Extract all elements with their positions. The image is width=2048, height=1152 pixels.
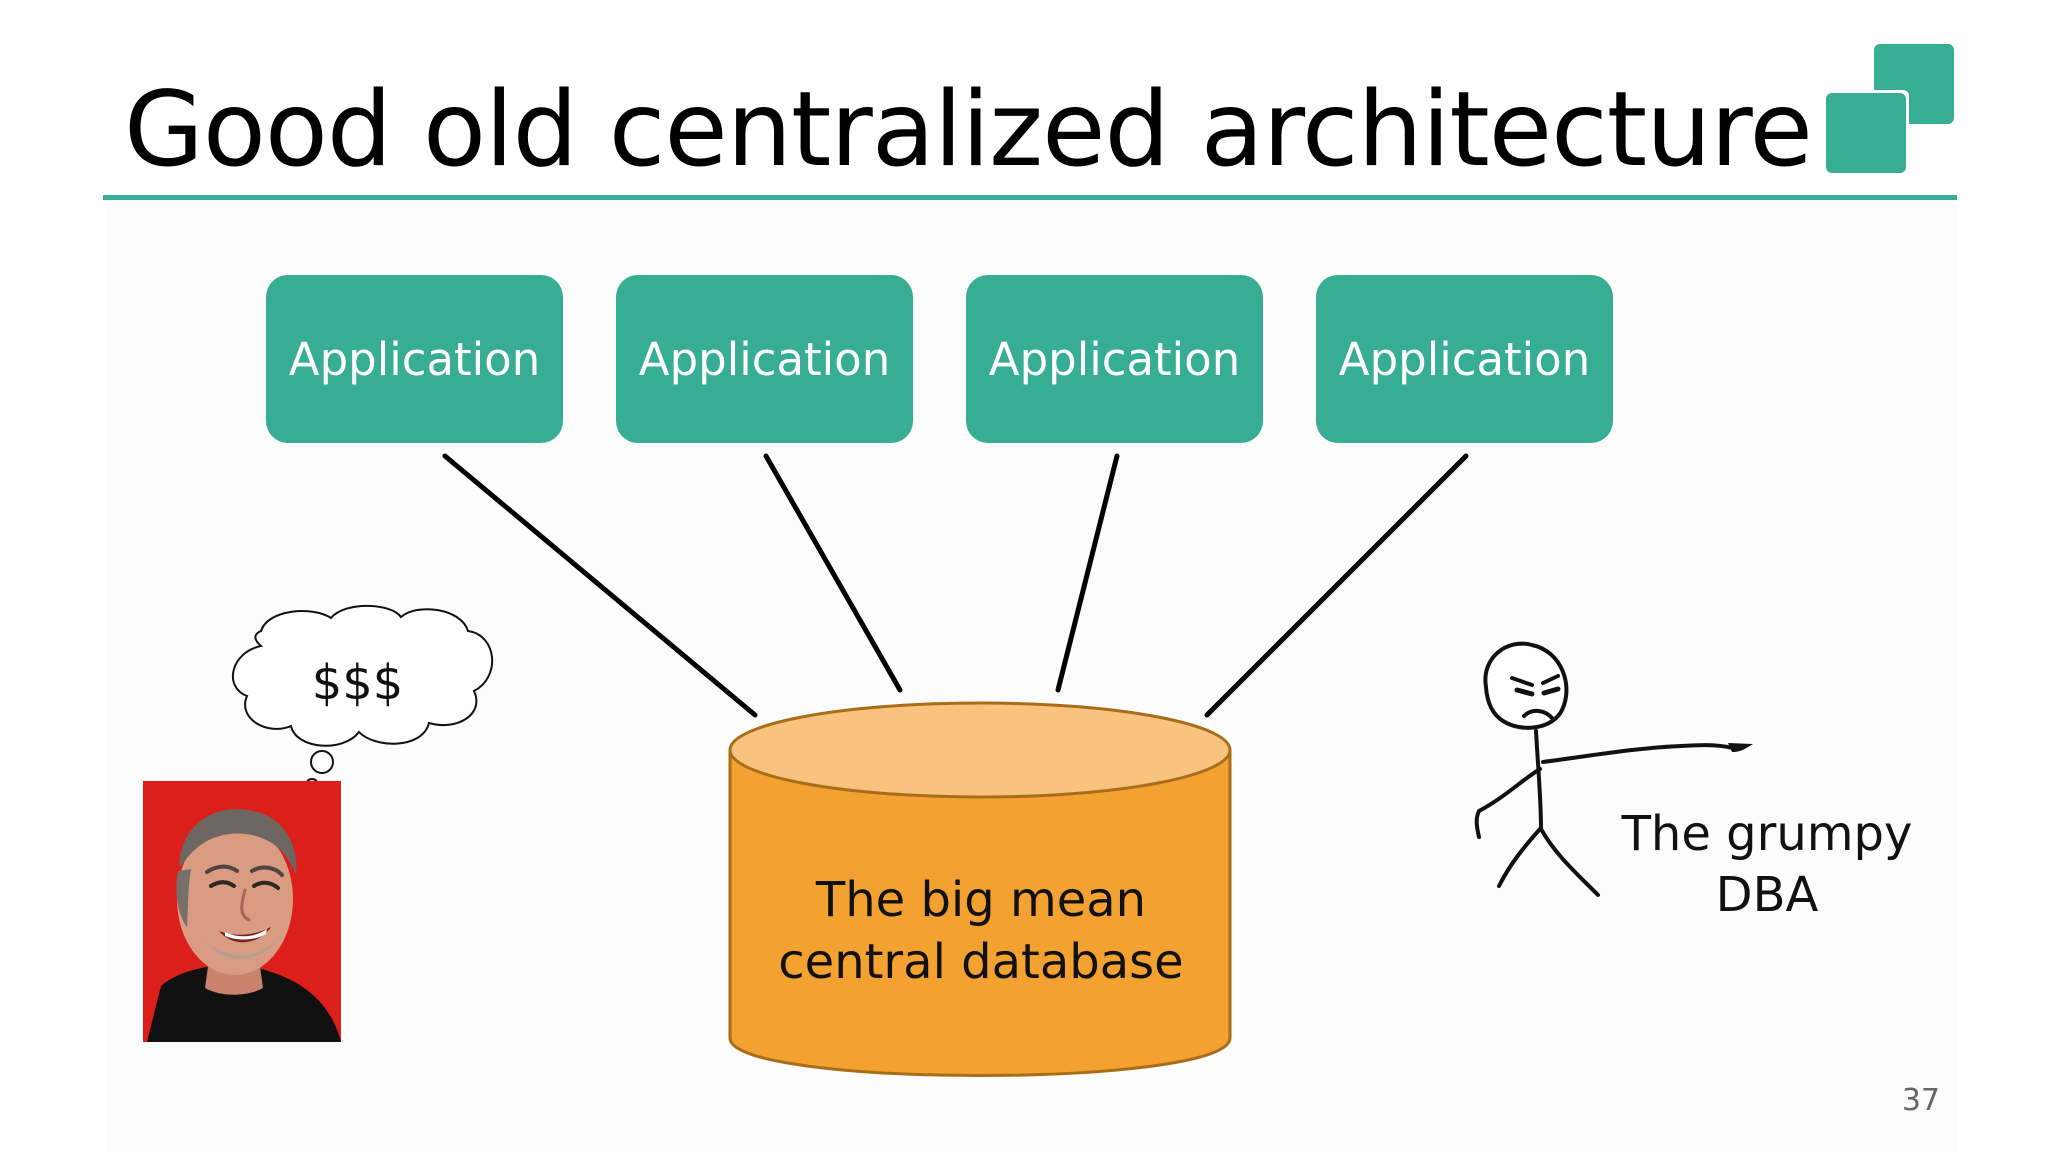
application-label: Application <box>638 332 891 386</box>
application-box-1: Application <box>266 275 563 443</box>
application-label: Application <box>288 332 541 386</box>
stick-figure-body <box>1534 729 1543 830</box>
stick-figure-head <box>1483 641 1569 730</box>
portrait-mouth <box>219 927 271 943</box>
portrait-hair <box>179 809 297 874</box>
thought-trail-large <box>310 750 334 774</box>
stick-figure-pointing-hand <box>1728 743 1753 752</box>
application-box-2: Application <box>616 275 913 443</box>
stick-figure-brow-right <box>1541 674 1560 685</box>
logo-front-square <box>1826 93 1906 173</box>
logo-icon <box>1826 44 1956 174</box>
database-cylinder <box>728 701 1232 1077</box>
portrait-eye-left <box>209 880 236 888</box>
portrait-shoulders <box>147 965 341 1042</box>
connector-line-2 <box>763 453 903 693</box>
database-top <box>728 701 1232 799</box>
portrait-face <box>177 823 293 975</box>
stick-figure-eye-left <box>1514 687 1535 697</box>
connector-line-3 <box>1055 453 1120 693</box>
laughing-man-photo <box>143 781 341 1042</box>
title-divider <box>103 195 1957 200</box>
slide-title: Good old centralized architecture <box>124 70 1813 190</box>
grumpy-stick-figure-icon <box>1474 641 1753 897</box>
database-label-line-2: central database <box>778 934 1184 990</box>
application-box-3: Application <box>966 275 1263 443</box>
portrait-eye-right <box>252 880 280 890</box>
portrait-illustration <box>143 781 341 1042</box>
stick-figure-right-leg <box>1539 827 1600 897</box>
portrait-eyebrow-right <box>250 865 284 877</box>
portrait-hair-side <box>176 869 191 927</box>
portrait-nose <box>240 888 251 922</box>
stick-figure-mouth <box>1522 709 1554 720</box>
dba-label-line-2: DBA <box>1715 867 1819 923</box>
thought-bubble-text: $$$ <box>311 655 404 711</box>
database-label: The big mean central database <box>768 869 1194 993</box>
connector-line-1 <box>442 453 758 718</box>
application-label: Application <box>988 332 1241 386</box>
thought-cloud <box>231 604 494 747</box>
stick-figure-brow-left <box>1510 676 1534 687</box>
page-number: 37 <box>1901 1083 1940 1118</box>
application-label: Application <box>1338 332 1591 386</box>
stick-figure-eye-right <box>1541 686 1561 696</box>
dba-label-line-1: The grumpy <box>1621 806 1913 862</box>
portrait-beard <box>198 926 284 959</box>
database-label-line-1: The big mean <box>815 872 1147 928</box>
stick-figure-right-arm <box>1541 743 1735 764</box>
connector-line-4 <box>1204 453 1469 718</box>
portrait-eyebrow-left <box>205 864 239 874</box>
portrait-teeth <box>225 929 267 940</box>
application-box-4: Application <box>1316 275 1613 443</box>
stick-figure-left-arm <box>1474 767 1542 839</box>
stick-figure-left-leg <box>1497 827 1542 888</box>
dba-label: The grumpy DBA <box>1620 804 1914 926</box>
